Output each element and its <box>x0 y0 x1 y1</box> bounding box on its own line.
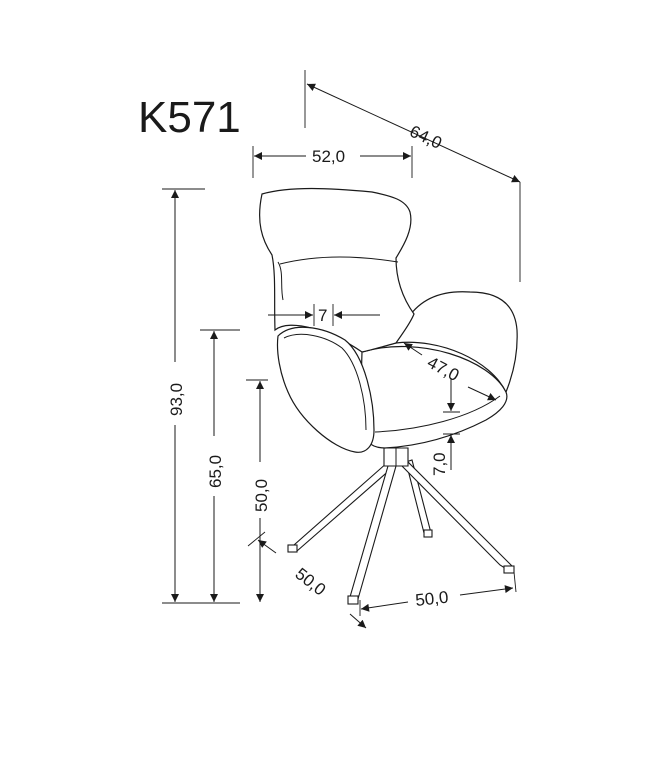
model-label: K571 <box>138 93 241 142</box>
chair-outline <box>259 187 518 605</box>
dim-seat-thickness: 7,0 <box>430 452 449 476</box>
chair-seat <box>359 345 508 449</box>
dim-base-width: 50,0 <box>414 588 449 610</box>
dimension-labels: 64,0 52,0 93,0 65,0 50,0 7 47,0 7,0 50,0… <box>167 122 462 610</box>
dim-arm-width: 7 <box>318 306 327 325</box>
dim-width-back: 52,0 <box>312 147 345 166</box>
dim-base-depth: 50,0 <box>292 564 330 599</box>
chair-right-arm <box>394 291 518 394</box>
chair-base <box>287 447 515 605</box>
dimension-lines <box>162 70 521 629</box>
dim-height-seat: 50,0 <box>252 479 271 512</box>
dim-height-arm: 65,0 <box>206 455 225 488</box>
chair-backrest <box>259 187 415 353</box>
dim-height-total: 93,0 <box>167 383 186 416</box>
